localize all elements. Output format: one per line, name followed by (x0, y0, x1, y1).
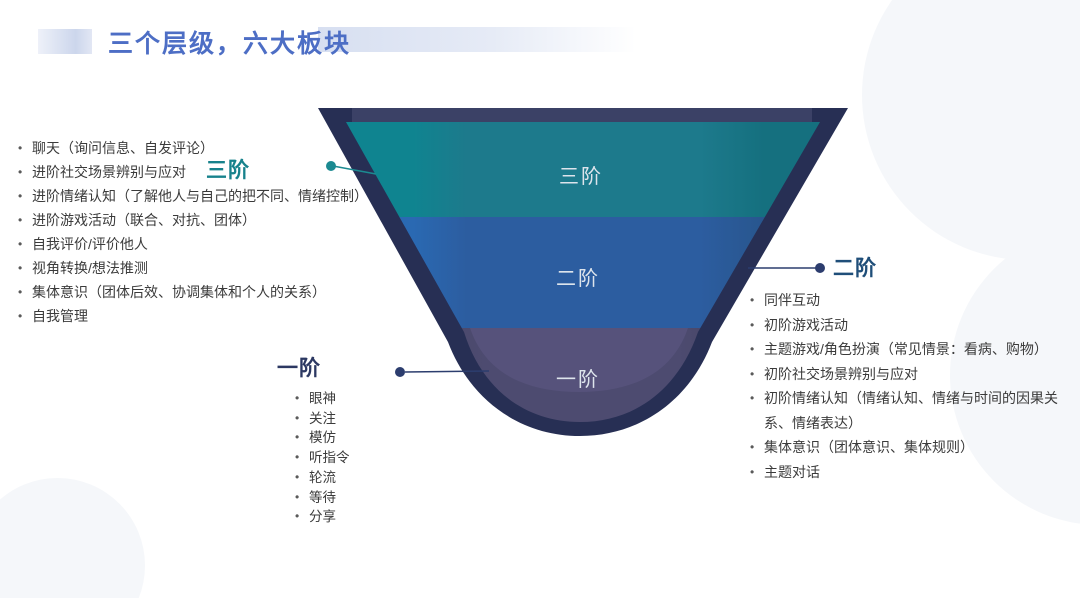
list-item: 进阶社交场景辨别与应对 (16, 160, 368, 184)
list-item: 集体意识（团体后效、协调集体和个人的关系） (16, 280, 368, 304)
list-item: 进阶情绪认知（了解他人与自己的把不同、情绪控制） (16, 184, 368, 208)
list-item: 初阶游戏活动 (748, 313, 1066, 338)
list-item: 进阶游戏活动（联合、对抗、团体） (16, 208, 368, 232)
tier1-item-list: 眼神关注模仿听指令轮流等待分享 (293, 389, 350, 527)
leader-dot-tier2 (815, 263, 825, 273)
list-item: 听指令 (293, 448, 350, 468)
list-item: 视角转换/想法推测 (16, 256, 368, 280)
leader-line-tier1 (404, 370, 490, 373)
title-decoration-bar-left (38, 29, 92, 54)
funnel-band-tier1-inner-highlight (470, 328, 688, 392)
list-item: 关注 (293, 409, 350, 429)
tier2-item-list: 同伴互动初阶游戏活动主题游戏/角色扮演（常见情景：看病、购物）初阶社交场景辨别与… (748, 288, 1066, 484)
funnel-top-rim (352, 108, 812, 123)
list-item: 初阶情绪认知（情绪认知、情绪与时间的因果关系、情绪表达） (748, 386, 1066, 435)
leader-dot-tier1 (395, 367, 405, 377)
funnel-label-tier2: 二阶 (556, 268, 600, 290)
list-item: 主题游戏/角色扮演（常见情景：看病、购物） (748, 337, 1066, 362)
list-item: 自我评价/评价他人 (16, 232, 368, 256)
tier1-accent-label: 一阶 (277, 357, 321, 380)
list-item: 轮流 (293, 468, 350, 488)
list-item: 分享 (293, 507, 350, 527)
tier2-accent-label: 二阶 (833, 257, 877, 280)
list-item: 主题对话 (748, 460, 1066, 485)
list-item: 眼神 (293, 389, 350, 409)
list-item: 同伴互动 (748, 288, 1066, 313)
list-item: 自我管理 (16, 304, 368, 328)
list-item: 模仿 (293, 428, 350, 448)
title-decoration-bar-right (318, 27, 636, 52)
list-item: 聊天（询问信息、自发评论） (16, 136, 368, 160)
funnel-band-tier3 (346, 122, 820, 217)
page-title: 三个层级，六大板块 (108, 30, 352, 58)
list-item: 集体意识（团体意识、集体规则） (748, 435, 1066, 460)
funnel-label-tier1: 一阶 (556, 369, 600, 391)
tier3-item-list: 聊天（询问信息、自发评论）进阶社交场景辨别与应对进阶情绪认知（了解他人与自己的把… (16, 136, 368, 328)
funnel-label-tier3: 三阶 (559, 166, 603, 188)
list-item: 等待 (293, 488, 350, 508)
list-item: 初阶社交场景辨别与应对 (748, 362, 1066, 387)
